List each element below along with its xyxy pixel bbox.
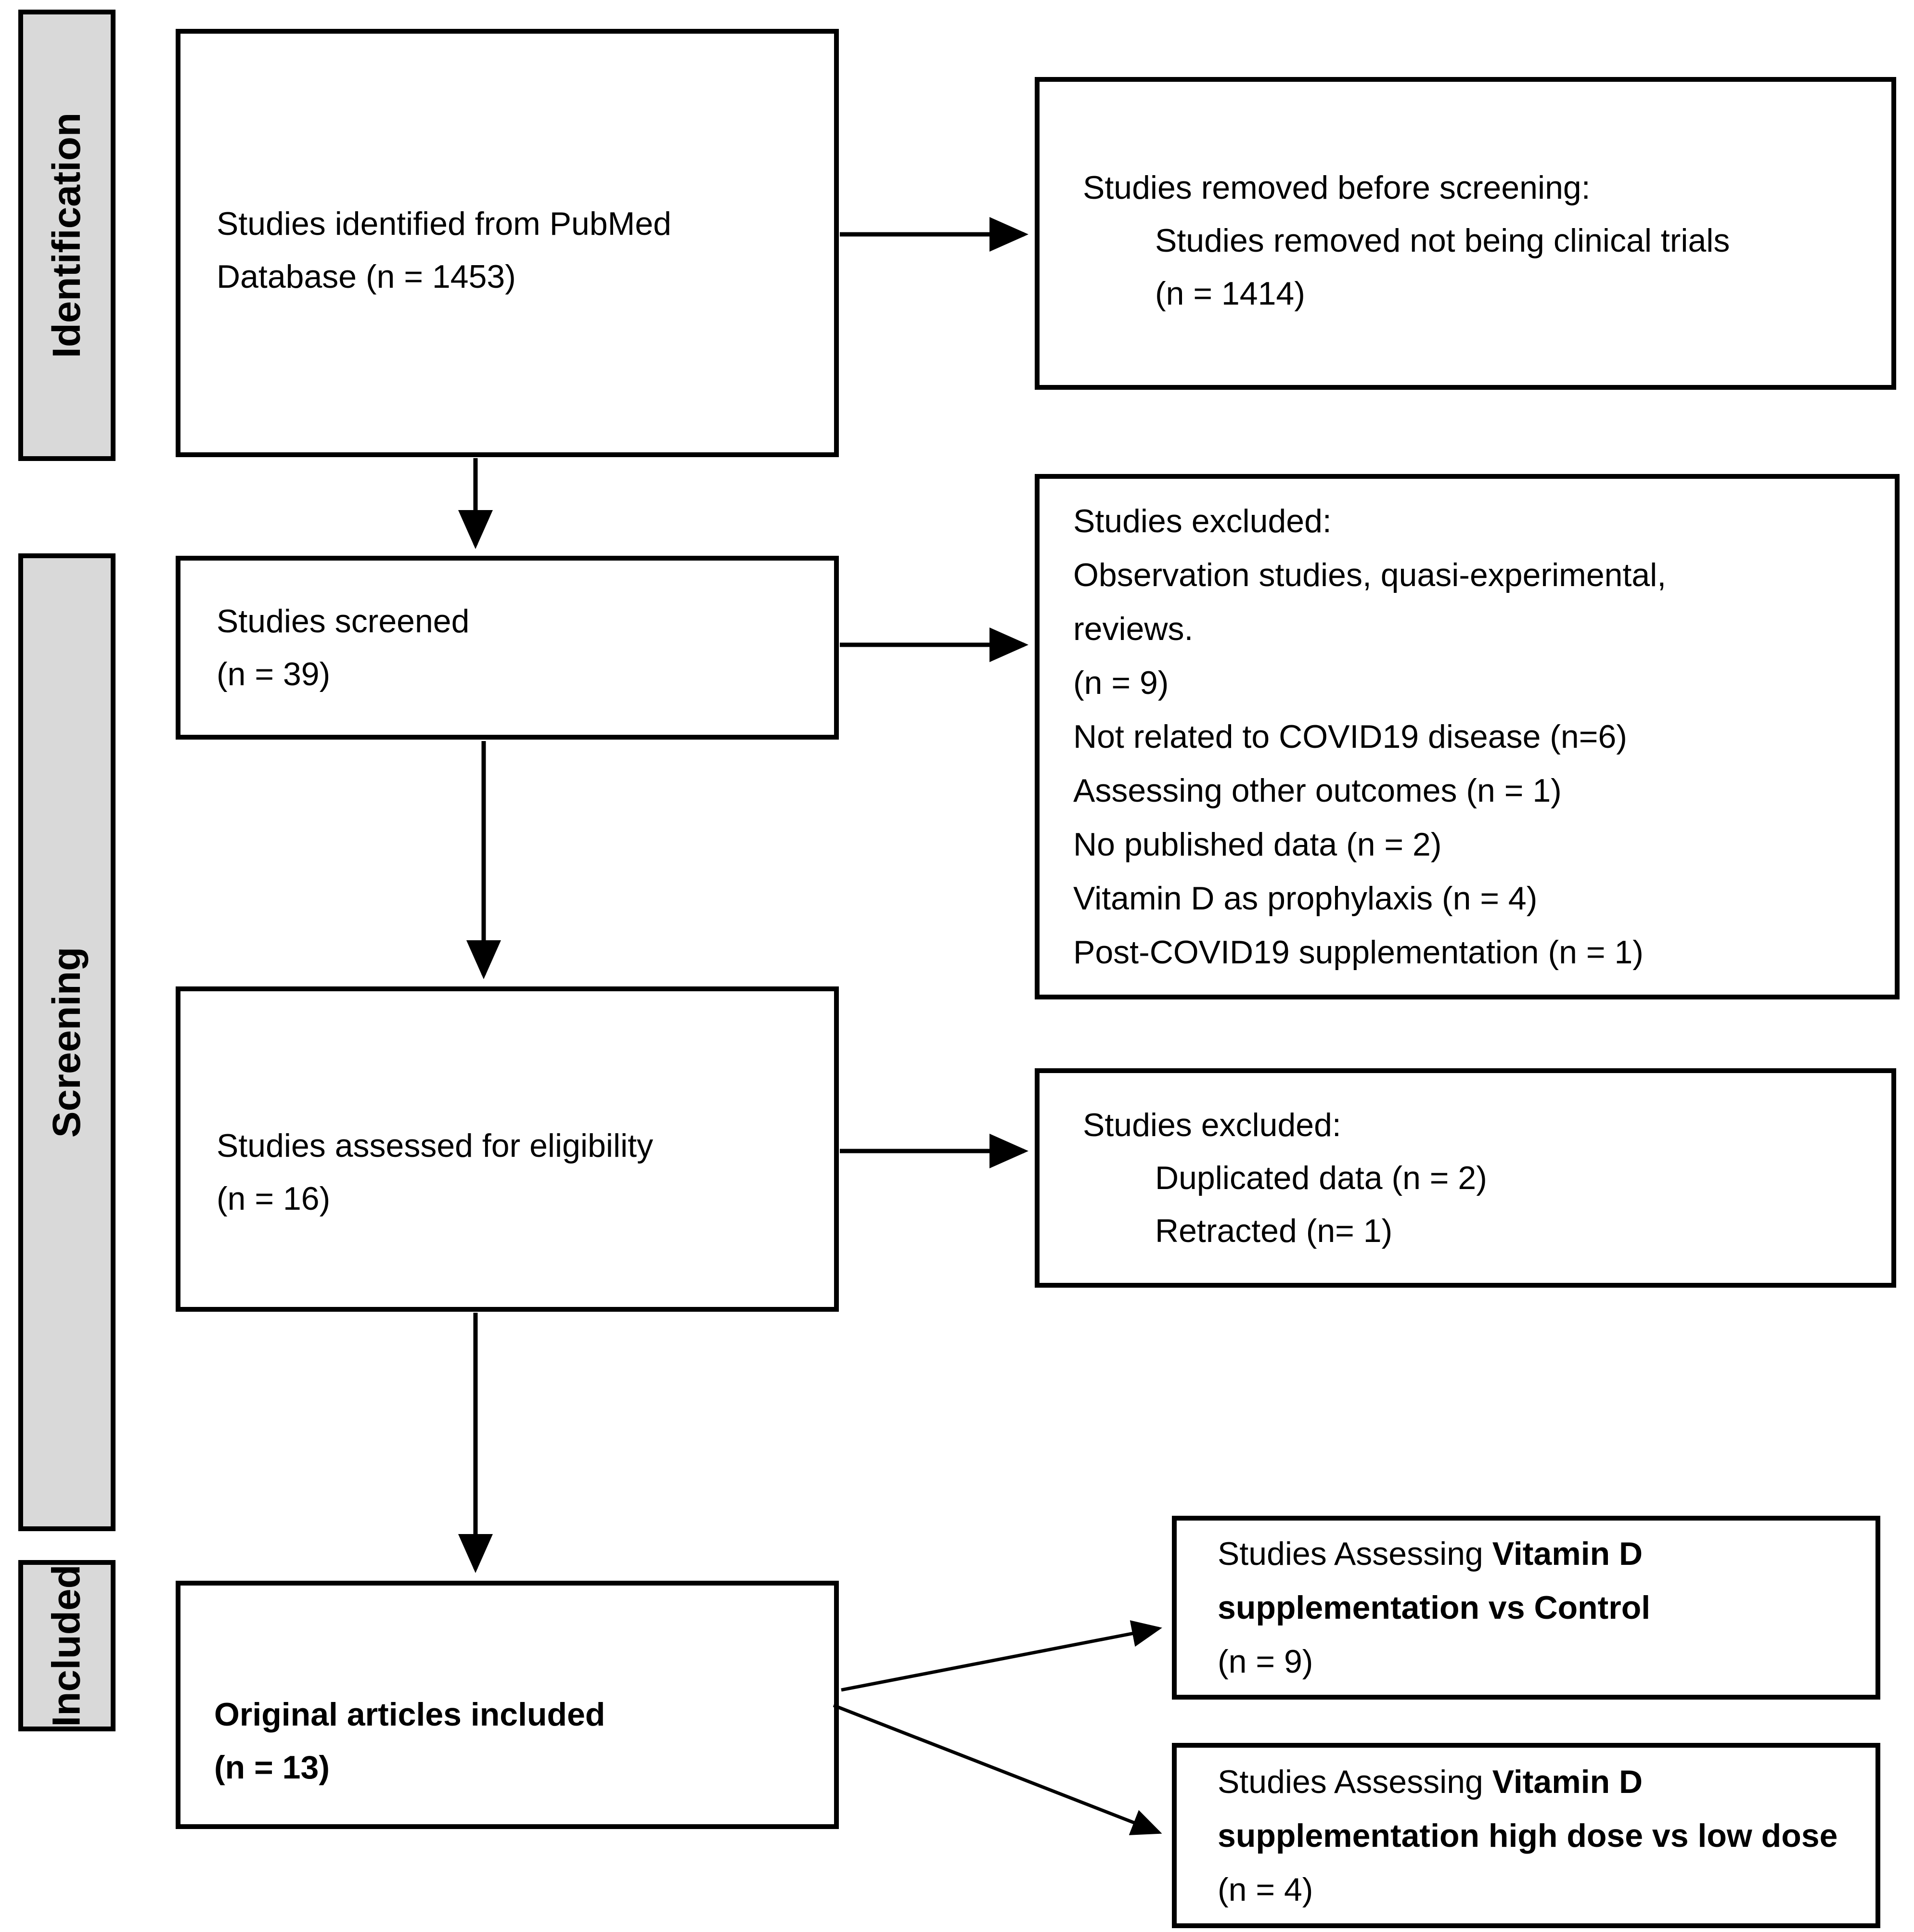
box-text-bold: Vitamin D supplementation vs Control bbox=[1218, 1535, 1651, 1626]
box-line: Studies removed before screening: bbox=[1083, 169, 1591, 206]
box-line: (n = 1414) bbox=[1155, 275, 1305, 312]
box-studies-excluded-eligibility: Studies excluded: Duplicated data (n = 2… bbox=[1035, 1068, 1896, 1288]
box-text-bold: Vitamin D supplementation high dose vs l… bbox=[1218, 1763, 1838, 1854]
box-line: (n = 9) bbox=[1073, 665, 1169, 701]
stage-bar-included: Included bbox=[18, 1560, 116, 1731]
box-line: Retracted (n= 1) bbox=[1155, 1213, 1393, 1249]
box-line: Studies Assessing Vitamin D supplementat… bbox=[1218, 1527, 1854, 1635]
arrow-included-to-high-low bbox=[833, 1703, 1162, 1835]
box-line: (n = 13) bbox=[214, 1749, 330, 1786]
box-line: Studies Assessing Vitamin D supplementat… bbox=[1218, 1755, 1854, 1917]
stage-label-identification: Identification bbox=[45, 112, 89, 358]
box-line: Studies removed not being clinical trial… bbox=[1155, 222, 1730, 259]
box-removed-before-screening: Studies removed before screening: Studie… bbox=[1035, 77, 1896, 390]
box-line: Assessing other outcomes (n = 1) bbox=[1073, 772, 1562, 809]
box-line: (n = 16) bbox=[217, 1180, 331, 1217]
box-studies-screened: Studies screened (n = 39) bbox=[176, 556, 839, 740]
stage-bar-identification: Identification bbox=[18, 10, 116, 461]
box-line: Original articles included bbox=[214, 1696, 605, 1733]
box-text-regular: Studies Assessing bbox=[1218, 1763, 1492, 1800]
stage-label-screening: Screening bbox=[45, 947, 89, 1138]
box-original-articles-included: Original articles included (n = 13) bbox=[176, 1581, 839, 1829]
box-studies-excluded-screening: Studies excluded: Observation studies, q… bbox=[1035, 474, 1900, 999]
box-line: Studies excluded: bbox=[1083, 1107, 1341, 1143]
box-line: Studies identified from PubMed bbox=[217, 205, 671, 242]
box-line: reviews. bbox=[1073, 611, 1194, 647]
box-line: Duplicated data (n = 2) bbox=[1155, 1160, 1487, 1196]
box-studies-identified: Studies identified from PubMed Database … bbox=[176, 29, 839, 457]
box-line: Post-COVID19 supplementation (n = 1) bbox=[1073, 934, 1644, 971]
box-line: Observation studies, quasi-experimental, bbox=[1073, 557, 1667, 593]
box-line: Vitamin D as prophylaxis (n = 4) bbox=[1073, 880, 1538, 917]
box-line: No published data (n = 2) bbox=[1073, 826, 1442, 863]
box-vitamin-d-vs-control: Studies Assessing Vitamin D supplementat… bbox=[1172, 1516, 1880, 1700]
box-vitamin-d-high-vs-low-dose: Studies Assessing Vitamin D supplementat… bbox=[1172, 1743, 1880, 1928]
box-text-regular: Studies Assessing bbox=[1218, 1535, 1492, 1572]
box-line: Studies excluded: bbox=[1073, 503, 1332, 539]
box-text-regular: (n = 4) bbox=[1218, 1871, 1313, 1908]
stage-label-included: Included bbox=[45, 1564, 89, 1727]
box-line: Not related to COVID19 disease (n=6) bbox=[1073, 718, 1627, 755]
box-line: Database (n = 1453) bbox=[217, 258, 516, 295]
arrow-included-to-vs-control bbox=[841, 1620, 1162, 1692]
box-line: Studies assessed for eligibility bbox=[217, 1127, 654, 1164]
box-studies-assessed: Studies assessed for eligibility (n = 16… bbox=[176, 986, 839, 1312]
box-line: (n = 9) bbox=[1218, 1643, 1313, 1680]
stage-bar-screening: Screening bbox=[18, 553, 116, 1531]
box-line: Studies screened bbox=[217, 603, 470, 640]
box-line: (n = 39) bbox=[217, 656, 331, 692]
